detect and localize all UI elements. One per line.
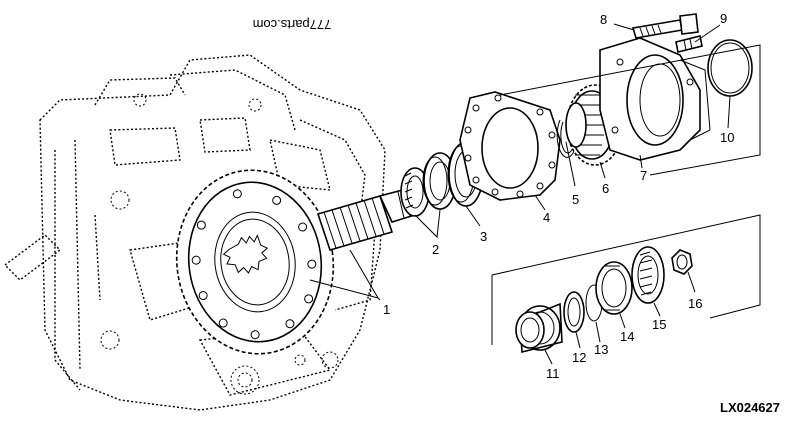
callout-15: 15 xyxy=(652,317,666,332)
bearing-cup-14 xyxy=(595,261,633,315)
callout-9: 9 xyxy=(720,11,727,26)
callout-3: 3 xyxy=(480,229,487,244)
group-bracket-upper xyxy=(499,44,761,176)
callout-4: 4 xyxy=(543,210,550,225)
callout-8: 8 xyxy=(600,12,607,27)
watermark-text: 777parts.com xyxy=(253,17,332,32)
ring-gear xyxy=(175,169,335,355)
housing-outline xyxy=(3,54,386,411)
o-ring xyxy=(707,39,753,97)
callout-14: 14 xyxy=(620,329,634,344)
bearing-cone-15 xyxy=(631,246,665,304)
bearing-cones xyxy=(400,152,457,217)
spacer-12 xyxy=(563,291,585,333)
leader-lines xyxy=(309,23,731,365)
group-bracket-lower xyxy=(491,214,761,345)
nut-16 xyxy=(671,249,693,275)
bearing-housing xyxy=(599,37,711,161)
callout-6: 6 xyxy=(602,181,609,196)
fitting xyxy=(675,35,703,53)
callout-16: 16 xyxy=(688,296,702,311)
callout-10: 10 xyxy=(720,130,734,145)
callout-13: 13 xyxy=(594,342,608,357)
callout-11: 11 xyxy=(546,366,560,381)
figure-code: LX024627 xyxy=(720,400,780,415)
callout-1: 1 xyxy=(383,302,390,317)
bolt xyxy=(631,13,699,39)
callout-5: 5 xyxy=(572,192,579,207)
flange-plate xyxy=(459,91,561,201)
callout-7: 7 xyxy=(640,168,647,183)
seal-11 xyxy=(515,302,563,354)
callout-2: 2 xyxy=(432,242,439,257)
callout-12: 12 xyxy=(572,350,586,365)
